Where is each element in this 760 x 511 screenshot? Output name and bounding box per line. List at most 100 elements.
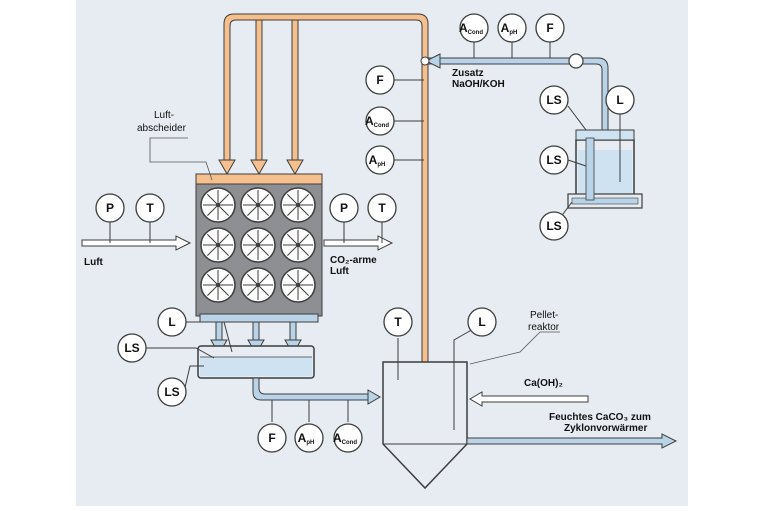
instrument-circle <box>383 307 413 337</box>
instrument-circle <box>365 106 395 136</box>
fan-icon <box>200 267 236 303</box>
zusatz-label: Zusatz NaOH/KOH <box>452 68 505 90</box>
instrument-circle <box>365 65 395 95</box>
instrument-sublabel: Cond <box>374 123 390 129</box>
instrument-sublabel: Cond <box>468 30 484 36</box>
instrument-circle <box>539 211 569 241</box>
instrument-t-reactor: T <box>383 307 413 337</box>
instrument-circle <box>157 377 187 407</box>
caoh2-inlet-arrow <box>469 391 589 407</box>
pelletreaktor-leader <box>469 331 560 365</box>
fan-icon <box>200 187 236 223</box>
instrument-circle <box>257 423 287 453</box>
instrument-label: L <box>478 315 485 329</box>
instrument-ls-tank-3: LS <box>539 211 569 241</box>
instrument-f-top: F <box>535 13 565 43</box>
instrument-circle <box>367 193 397 223</box>
instrument-f-riser: F <box>365 65 395 95</box>
instrument-ls-basin-1: LS <box>117 333 147 363</box>
instrument-label: LS <box>124 341 139 355</box>
instrument-circle <box>157 307 187 337</box>
instrument-ls-tank-1: LS <box>539 85 569 115</box>
instrument-aph-bottom: ApH <box>294 423 324 453</box>
luft-label: Luft <box>84 257 104 268</box>
pellet-reactor <box>382 361 468 490</box>
caoh2-label: Ca(OH)₂ <box>524 378 563 389</box>
fan-icon <box>200 227 236 263</box>
instrument-circle <box>329 193 359 223</box>
fan-icon <box>280 267 316 303</box>
feuchtes-caco3-label: Feuchtes CaCO₃ zum Zyklonvorwärmer <box>549 412 654 434</box>
instrument-circle <box>135 193 165 223</box>
dosing-junction <box>420 56 430 66</box>
co2-arme-luft-label: CO₂-arme Luft <box>330 255 379 277</box>
fan-icon <box>280 227 316 263</box>
orange-arrowheads <box>218 159 304 176</box>
instrument-sublabel: pH <box>306 440 314 446</box>
instrument-sublabel: Cond <box>342 440 358 446</box>
basin-outlet-pipe <box>252 377 381 405</box>
fan-icon <box>240 267 276 303</box>
instrument-acond-riser: ACond <box>365 106 395 136</box>
instrument-label: LS <box>546 93 561 107</box>
dosing-tank <box>567 110 643 209</box>
fan-icon <box>280 187 316 223</box>
instrument-lines <box>109 42 621 430</box>
air-inlet-arrow <box>81 235 192 251</box>
instrument-circle <box>294 423 324 453</box>
air-outlet-arrow <box>323 235 394 251</box>
instrument-circle <box>539 145 569 175</box>
luftabscheider-leader <box>149 137 213 181</box>
instrument-l-basin: L <box>157 307 187 337</box>
fan-grid <box>200 187 316 303</box>
instrument-circle <box>497 13 527 43</box>
instrument-acond-bottom: ACond <box>333 423 363 453</box>
collection-basin <box>197 345 315 379</box>
fan-icon <box>240 187 276 223</box>
product-outlet-pipe <box>466 433 678 449</box>
instrument-circle <box>117 333 147 363</box>
instrument-circle <box>539 85 569 115</box>
instrument-circle <box>535 13 565 43</box>
instrument-label: F <box>268 431 275 445</box>
instrument-label: F <box>546 21 553 35</box>
instrument-f-bottom: F <box>257 423 287 453</box>
instrument-circle <box>459 13 489 43</box>
instrument-label: L <box>616 93 623 107</box>
instrument-label: F <box>376 73 383 87</box>
instrument-label: L <box>168 315 175 329</box>
instrument-circle <box>467 307 497 337</box>
instrument-p-out: P <box>329 193 359 223</box>
air-separator <box>195 173 323 323</box>
instrument-sublabel: pH <box>509 30 517 36</box>
pelletreaktor-label: Pellet- reaktor <box>528 310 561 333</box>
instrument-circle <box>333 423 363 453</box>
instrument-circle <box>605 85 635 115</box>
instrument-label: T <box>146 201 154 215</box>
instrument-label: LS <box>546 153 561 167</box>
instrument-t-out: T <box>367 193 397 223</box>
instrument-aph-top: ApH <box>497 13 527 43</box>
instrument-t-in: T <box>135 193 165 223</box>
luftabscheider-label: Luft- abscheider <box>137 110 187 134</box>
instrument-label: LS <box>164 385 179 399</box>
instrument-label: P <box>340 201 348 215</box>
instrument-p-in: P <box>95 193 125 223</box>
instrument-label: T <box>394 315 402 329</box>
instrument-label: P <box>106 201 114 215</box>
instrument-circle <box>365 145 395 175</box>
instrument-aph-riser: ApH <box>365 145 395 175</box>
instrument-l-reactor: L <box>467 307 497 337</box>
instrument-label: LS <box>546 219 561 233</box>
instrument-acond-top: ACond <box>459 13 489 43</box>
fan-icon <box>240 227 276 263</box>
instrument-label: T <box>378 201 386 215</box>
dosing-pump-icon <box>568 53 584 69</box>
instrument-l-tank: L <box>605 85 635 115</box>
instrument-sublabel: pH <box>377 162 385 168</box>
instrument-circle <box>95 193 125 223</box>
instrument-ls-tank-2: LS <box>539 145 569 175</box>
